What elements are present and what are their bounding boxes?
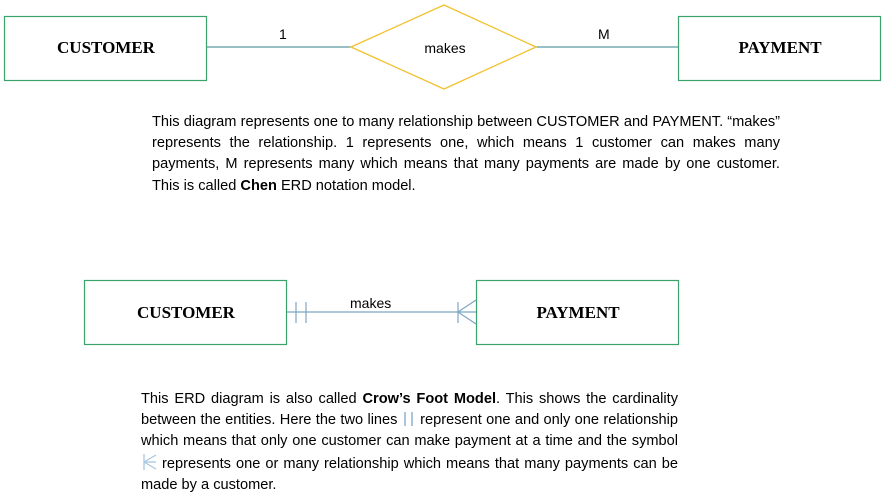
one-or-many-marker-icon <box>457 299 477 325</box>
chen-customer-entity-box <box>3 15 208 82</box>
crow-customer-entity-box <box>83 279 288 346</box>
chen-customer-entity: CUSTOMER <box>57 38 155 57</box>
chen-bold-term: Chen <box>240 177 277 194</box>
crow-customer-entity: CUSTOMER <box>137 303 235 322</box>
crowsfoot-description: This ERD diagram is also called Crow’s F… <box>141 389 678 496</box>
one-and-only-one-marker-icon <box>295 302 307 323</box>
crow-description-text-4: represents one or many relationship whic… <box>141 455 678 493</box>
crows-foot-icon <box>143 453 157 470</box>
crow-relationship-label: makes <box>350 295 392 311</box>
chen-description-text: This diagram represents one to many rela… <box>152 114 780 194</box>
two-lines-icon <box>403 412 413 427</box>
chen-relationship-label: makes <box>424 40 466 56</box>
chen-cardinality-many: M <box>598 26 610 42</box>
crow-payment-entity: PAYMENT <box>536 303 620 322</box>
crow-description-text-3: represent one and only one relationship … <box>141 412 678 450</box>
chen-description-text-end: ERD notation model. <box>276 177 416 194</box>
crow-payment-entity-box <box>475 279 680 346</box>
chen-relationship-diamond <box>349 4 538 90</box>
crow-description-text-2: . This shows the cardinality between the… <box>141 391 678 429</box>
chen-payment-entity: PAYMENT <box>738 38 822 57</box>
chen-cardinality-one: 1 <box>279 26 287 42</box>
crow-description-text: This ERD diagram is also called <box>141 391 363 407</box>
crow-bold-term: Crow’s Foot Model <box>362 391 496 407</box>
chen-payment-entity-box <box>677 15 882 82</box>
chen-description: This diagram represents one to many rela… <box>152 112 780 197</box>
